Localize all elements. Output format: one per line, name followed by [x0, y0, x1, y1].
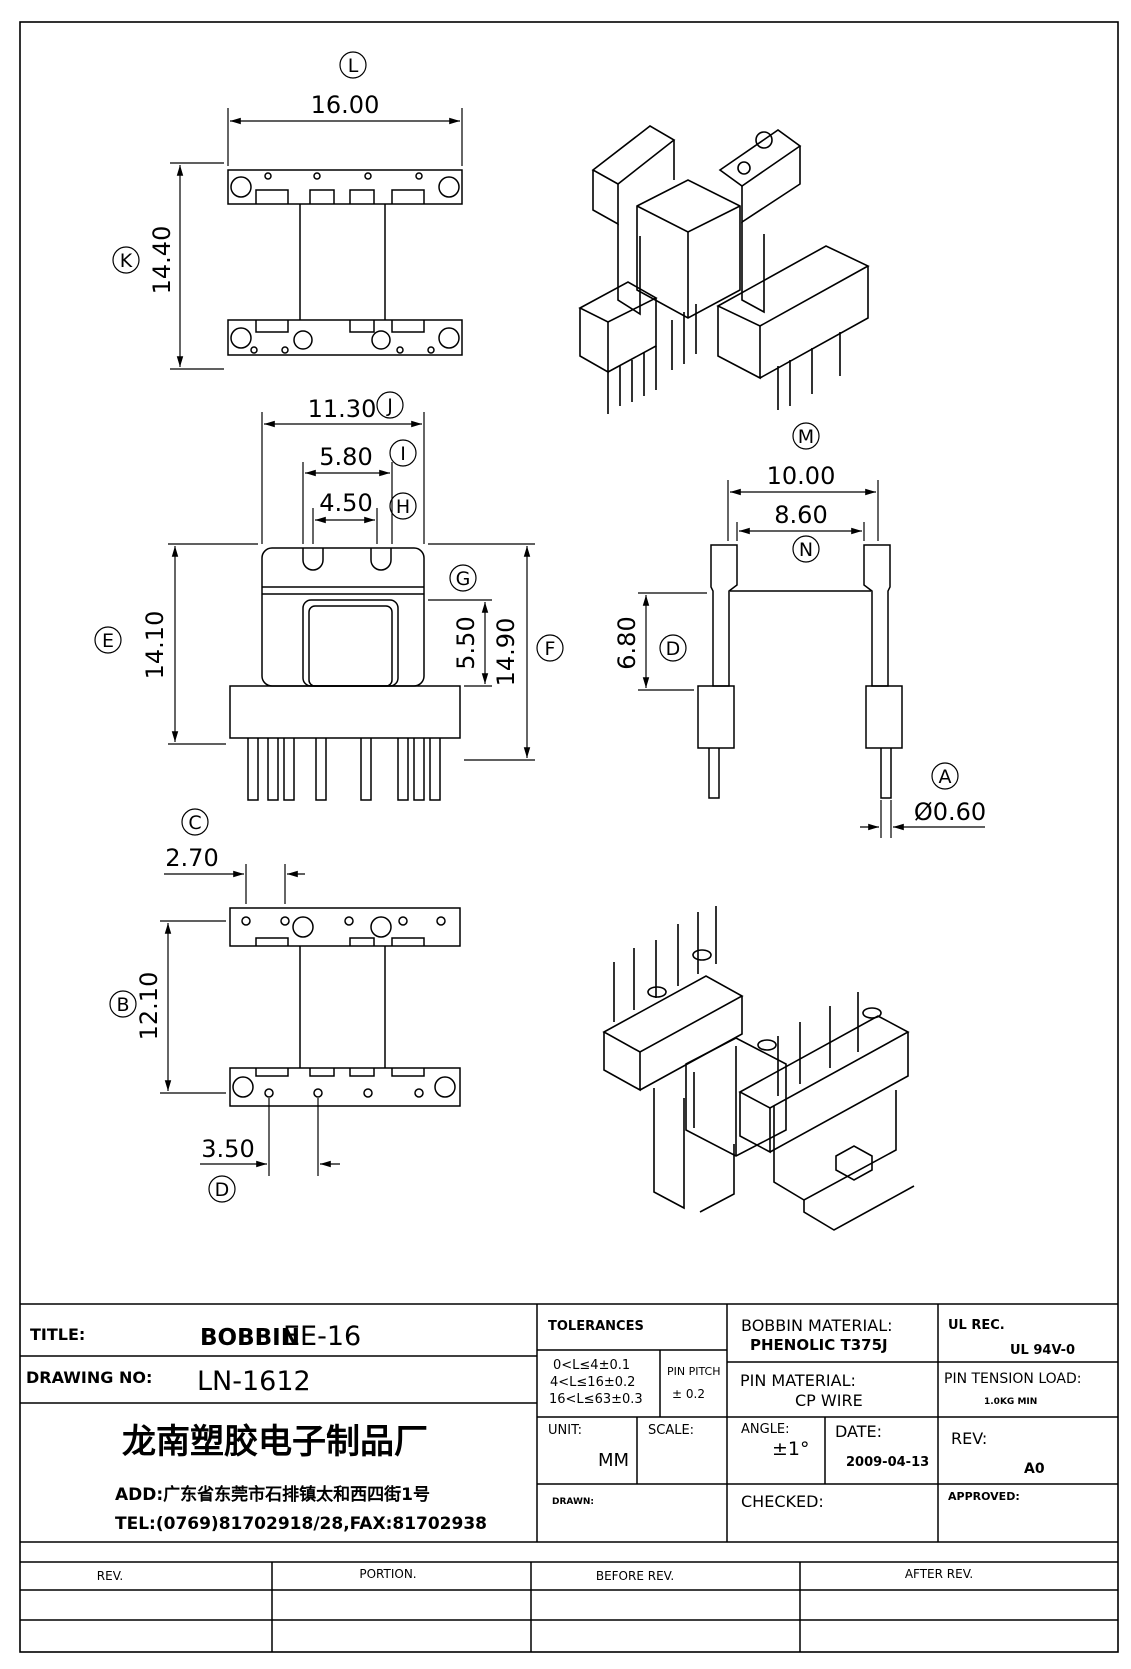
dim-N-value: 8.60: [774, 501, 827, 529]
dim-J-value: 11.30: [308, 395, 377, 423]
revision-header-portion: PORTION.: [359, 1567, 416, 1581]
dim-D-bottom-value: 3.50: [201, 1135, 254, 1163]
dim-A-value: Ø0.60: [914, 798, 986, 826]
dim-D-bottom: [200, 1098, 340, 1203]
dim-I: [302, 439, 417, 544]
dim-D-side: [638, 592, 707, 691]
company-tel: TEL:(0769)81702918/28,FAX:81702938: [115, 1514, 487, 1534]
label-K: K: [120, 250, 133, 272]
bottom-view: [229, 907, 461, 1107]
label-N: N: [799, 539, 813, 561]
dim-K: [112, 162, 224, 370]
dim-K-value: 14.40: [148, 226, 176, 295]
dim-I-value: 5.80: [319, 443, 372, 471]
dim-L-value: 16.00: [311, 91, 380, 119]
tolerances-label: TOLERANCES: [548, 1319, 644, 1334]
pin-tension-label: PIN TENSION LOAD:: [944, 1371, 1081, 1387]
company-name: 龙南塑胶电子制品厂: [122, 1422, 428, 1462]
pin-material-value: CP WIRE: [795, 1391, 863, 1410]
side-view: [697, 544, 903, 799]
label-J: J: [386, 395, 393, 417]
dim-C: [164, 808, 305, 904]
title-block-lines: [20, 1304, 1118, 1652]
dim-D-side-value: 6.80: [613, 616, 641, 669]
bobbin-material-value: PHENOLIC T375J: [750, 1336, 888, 1354]
label-G: G: [456, 568, 471, 590]
top-view: [227, 169, 463, 356]
bobbin-material-label: BOBBIN MATERIAL:: [741, 1316, 893, 1335]
rev-value: A0: [1024, 1461, 1045, 1477]
rev-label: REV:: [951, 1429, 987, 1448]
checked-label: CHECKED:: [741, 1492, 824, 1511]
date-label: DATE:: [835, 1422, 882, 1441]
angle-value: ±1°: [772, 1438, 810, 1460]
pin-pitch-label: PIN PITCH: [667, 1365, 721, 1378]
label-L: L: [348, 55, 359, 77]
drawing-no-value: LN-1612: [197, 1366, 311, 1397]
company-address: ADD:广东省东莞市石排镇太和西四街1号: [115, 1484, 430, 1505]
tolerance-line-2: 4<L≤16±0.2: [550, 1375, 635, 1390]
dim-J: [261, 391, 425, 544]
iso-view-top: [578, 125, 870, 414]
iso-view-bottom: [602, 906, 915, 1231]
dim-B: [109, 920, 226, 1094]
approved-label: APPROVED:: [948, 1490, 1020, 1503]
dim-M-value: 10.00: [767, 462, 836, 490]
dim-M: [727, 422, 879, 541]
scale-label: SCALE:: [648, 1423, 694, 1438]
dim-F: [428, 543, 564, 761]
label-F: F: [545, 638, 556, 660]
tolerance-line-3: 16<L≤63±0.3: [549, 1392, 643, 1407]
dim-L: [227, 51, 463, 166]
pin-pitch-value: ± 0.2: [672, 1387, 705, 1401]
unit-label: UNIT:: [548, 1423, 582, 1438]
label-I: I: [400, 443, 406, 465]
title-label: TITLE:: [30, 1325, 85, 1344]
date-value: 2009-04-13: [846, 1455, 929, 1470]
label-E: E: [102, 630, 114, 652]
label-A: A: [939, 766, 952, 788]
dim-F-value: 14.90: [492, 618, 520, 687]
ul-rec-label: UL REC.: [948, 1318, 1005, 1333]
dim-H: [312, 492, 417, 544]
title-value: EE-16: [283, 1321, 361, 1352]
drawn-label: DRAWN:: [552, 1497, 594, 1507]
dim-G-value: 5.50: [452, 616, 480, 669]
label-D-side: D: [666, 638, 681, 660]
front-view: [229, 547, 461, 801]
label-C: C: [188, 812, 201, 834]
dim-A: [860, 762, 985, 838]
revision-header-rev: REV.: [97, 1569, 123, 1583]
dim-B-value: 12.10: [135, 972, 163, 1041]
label-H: H: [396, 496, 410, 518]
dim-C-value: 2.70: [165, 844, 218, 872]
dim-H-value: 4.50: [319, 489, 372, 517]
dim-N: [736, 522, 865, 563]
revision-header-after: AFTER REV.: [905, 1567, 973, 1581]
title-value-bold: BOBBIN: [200, 1325, 300, 1351]
ul-rec-value: UL 94V-0: [1010, 1343, 1075, 1358]
pin-tension-value: 1.0KG MIN: [984, 1397, 1037, 1407]
label-M: M: [798, 426, 814, 448]
dim-E-value: 14.10: [141, 611, 169, 680]
dim-G: [428, 564, 492, 687]
unit-value: MM: [598, 1450, 629, 1471]
angle-label: ANGLE:: [741, 1422, 790, 1437]
sheet-border: [19, 21, 1119, 1653]
revision-header-before: BEFORE REV.: [596, 1569, 674, 1583]
tolerance-line-1: 0<L≤4±0.1: [553, 1358, 630, 1373]
label-B: B: [116, 994, 129, 1016]
dim-E: [94, 543, 258, 745]
drawing-no-label: DRAWING NO:: [26, 1368, 152, 1387]
label-D-bottom: D: [215, 1179, 230, 1201]
pin-material-label: PIN MATERIAL:: [740, 1371, 856, 1390]
